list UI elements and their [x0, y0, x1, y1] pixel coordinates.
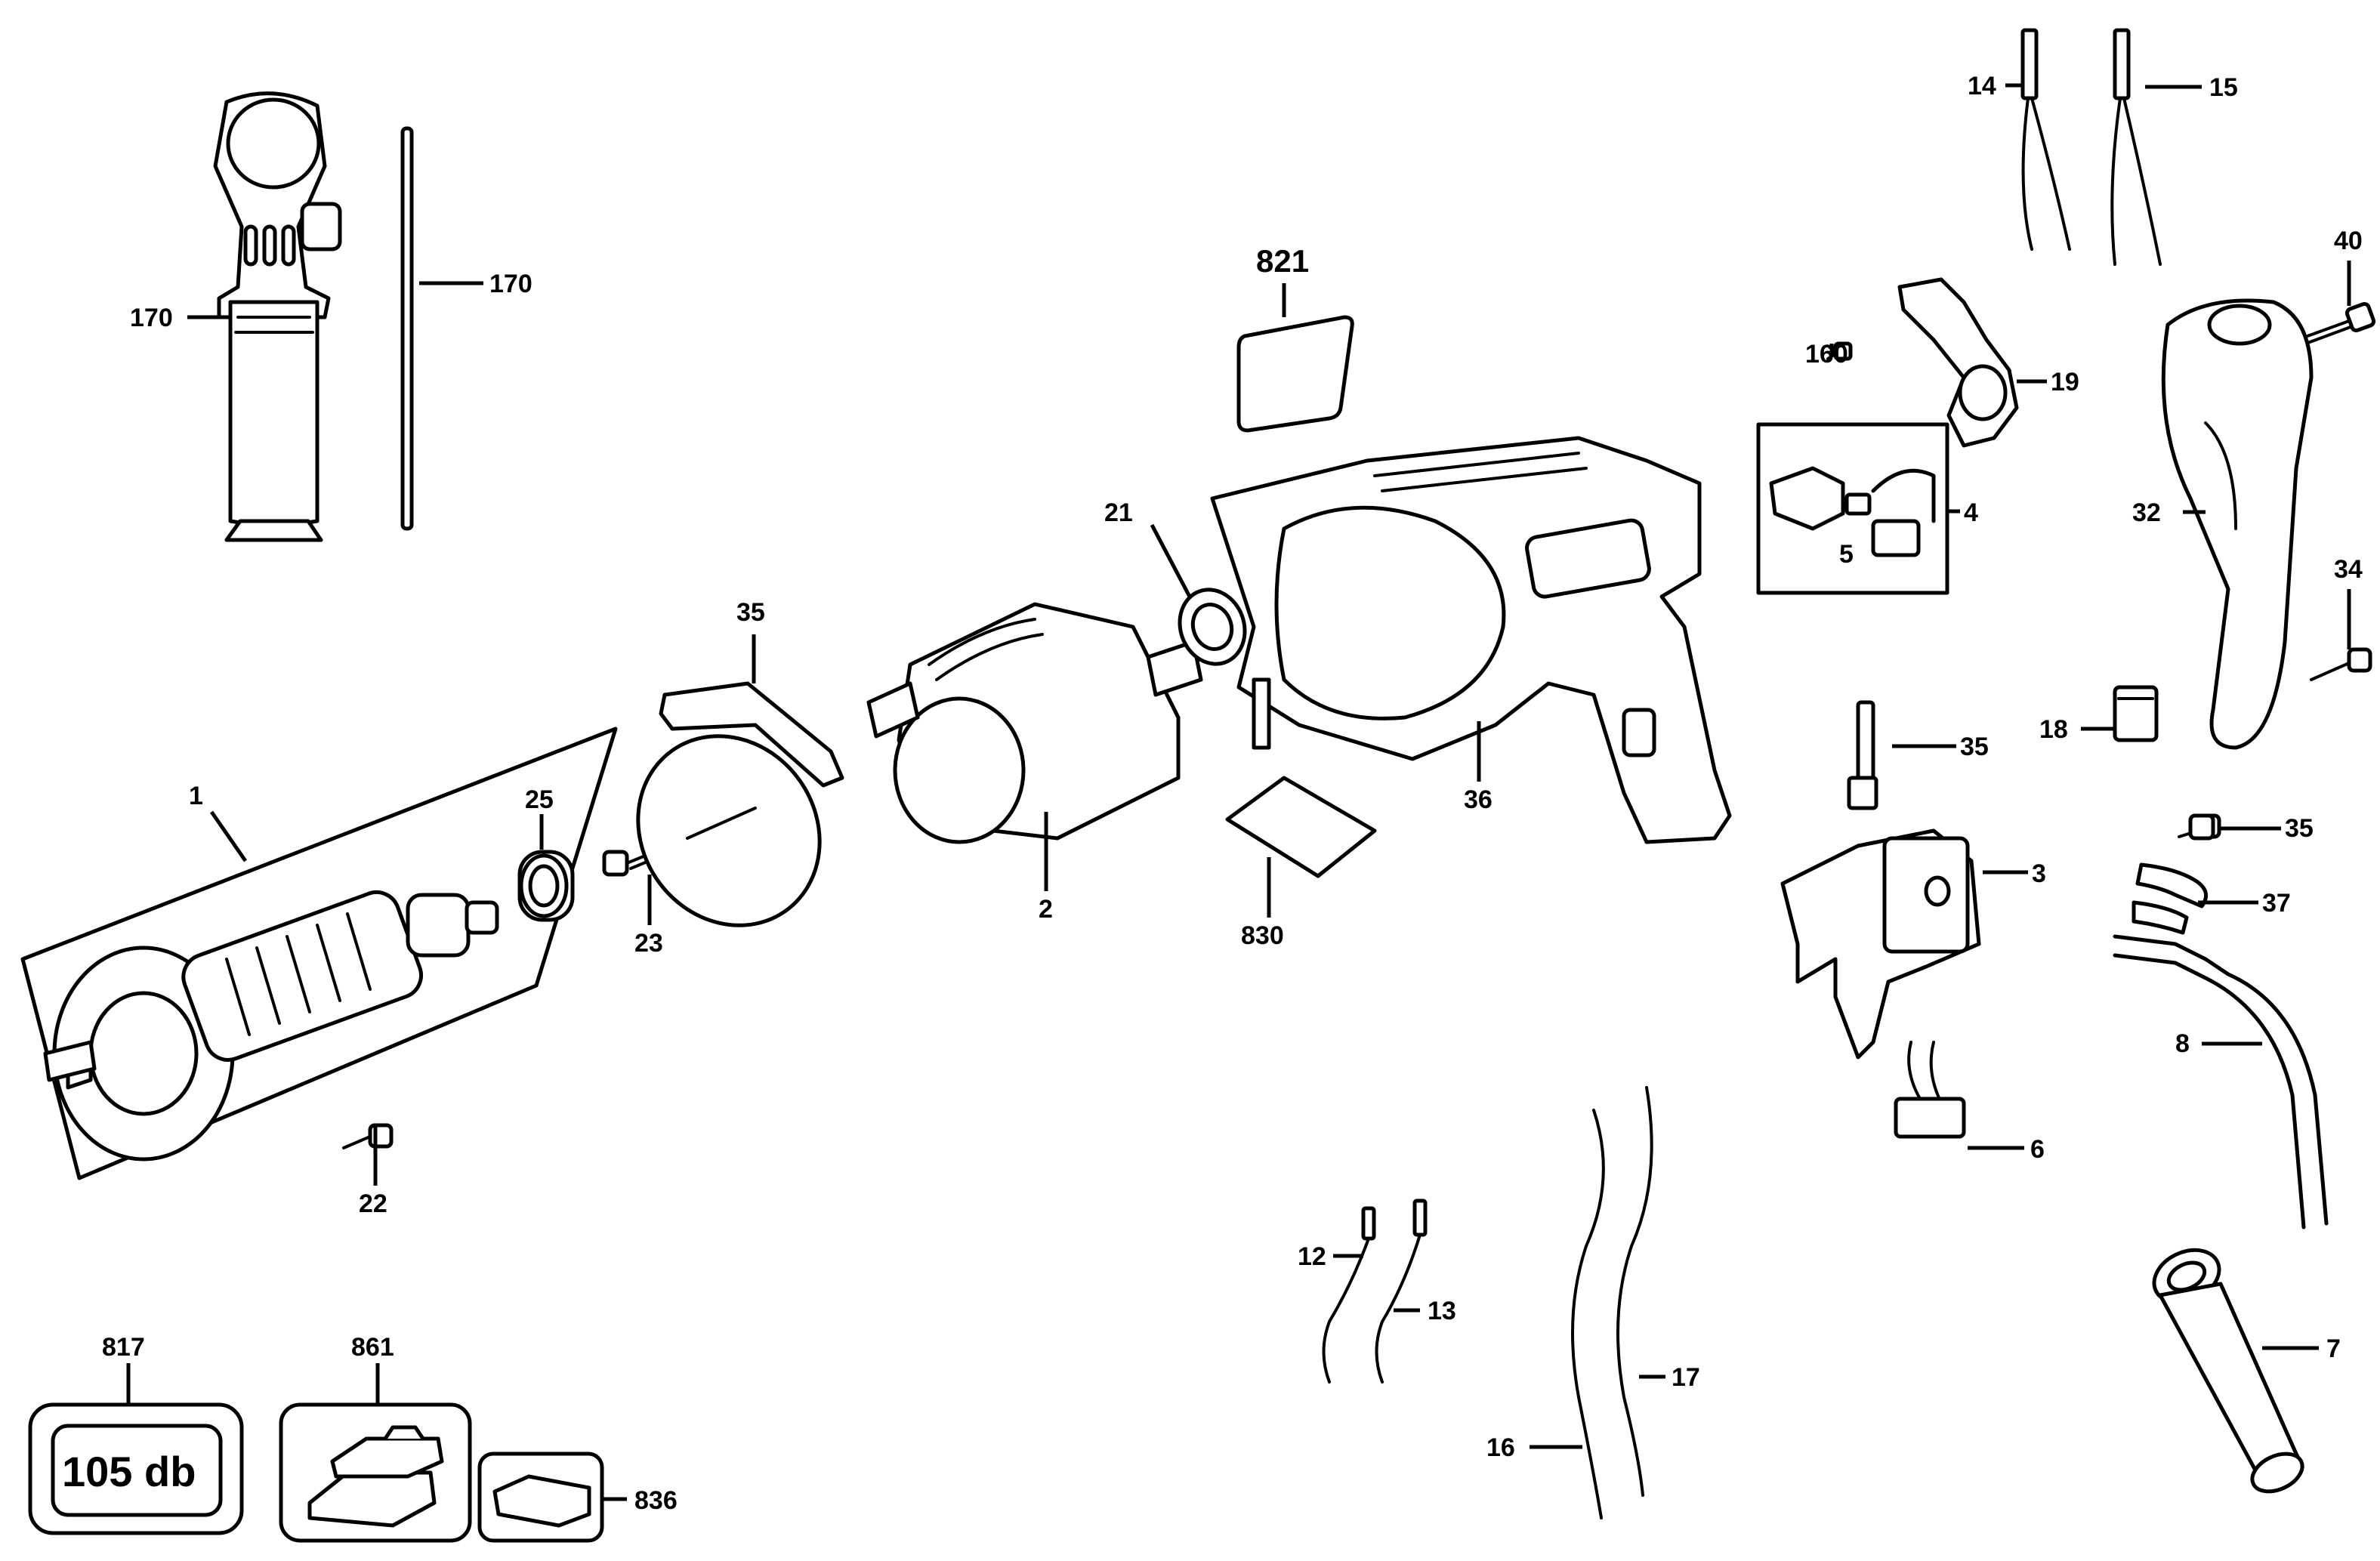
label-3: 3 [2032, 859, 2046, 888]
label-2: 2 [1039, 895, 1053, 924]
label-23: 23 [634, 929, 663, 958]
lead-wire-12-drawing [1322, 1206, 1376, 1384]
label-170: 170 [489, 270, 532, 298]
label-821: 830 [1241, 921, 1284, 950]
power-cord-drawing [2113, 934, 2329, 1229]
noise-label-817-drawing [28, 1402, 244, 1535]
label-34: 32 [2132, 498, 2161, 527]
label-861: 861 [351, 1333, 394, 1362]
terminal-lead-16-drawing [2020, 28, 2071, 251]
label-22: 22 [359, 1189, 387, 1218]
label-4: 4 [1964, 498, 1978, 527]
label-18: 18 [2039, 715, 2068, 744]
part-labels: 170 170 821 21 35 25 1 23 2 36 830 22 14… [62, 72, 2363, 1515]
kit-box-drawing [279, 1402, 472, 1543]
label-25: 25 [525, 785, 554, 814]
brush-spring-holder-drawing [1897, 277, 2019, 448]
bearing-25-drawing [517, 850, 575, 922]
label-16: 14 [1968, 72, 1996, 100]
label-31: 35 [736, 598, 765, 627]
lead-wire-15-drawing [1616, 1086, 1653, 1497]
noise-label-text: 105 db [62, 1448, 196, 1495]
cord-protector-drawing [2152, 1248, 2304, 1494]
leader-lines [126, 83, 2351, 1501]
brush-pad-drawing [2113, 685, 2159, 742]
label-36: 37 [2262, 889, 2291, 918]
label-817: 817 [102, 1333, 145, 1362]
switch-drawing [1780, 828, 1981, 1060]
label-21: 21 [1104, 498, 1133, 527]
label-35-lower: 35 [2285, 814, 2314, 843]
screw-37-drawing [2306, 301, 2376, 344]
switch-actuator-drawing [1847, 700, 1878, 810]
label-821-drawing [1225, 776, 1377, 878]
label-830: 821 [1256, 243, 1309, 279]
label-8: 8 [2175, 1029, 2190, 1058]
label-37: 40 [2334, 227, 2363, 255]
label-12: 12 [1298, 1242, 1326, 1271]
screw-40-drawing [1826, 341, 1853, 361]
armature-drawing [20, 727, 618, 1180]
label-836: 836 [634, 1486, 678, 1515]
label-29: 35 [1960, 733, 1989, 761]
motor-housing-drawing [1210, 436, 1732, 844]
case-insert-drawing [477, 1451, 604, 1543]
capacitor-drawing [1894, 1041, 1966, 1139]
label-40: 160 [1805, 340, 1848, 369]
brush-holder-group-drawing [1756, 422, 1949, 595]
depth-rod-drawing [400, 126, 414, 531]
lead-wire-14-drawing [1571, 1109, 1605, 1519]
baffle-drawing [636, 681, 844, 927]
handle-cover-drawing [2161, 298, 2314, 750]
terminal-lead-17-drawing [2110, 28, 2162, 266]
label-13: 13 [1428, 1297, 1456, 1325]
bearing-21-drawing [1178, 588, 1247, 666]
label-17: 15 [2209, 73, 2238, 102]
label-1: 1 [189, 782, 203, 810]
cord-clamp-drawing [2132, 862, 2209, 935]
label-5: 5 [1839, 540, 1854, 569]
side-handle-drawing [213, 91, 342, 542]
field-drawing [866, 602, 1203, 844]
label-15: 17 [1672, 1363, 1700, 1392]
label-160: 170 [130, 304, 173, 332]
label-6: 6 [2030, 1135, 2045, 1164]
label-19: 19 [2051, 368, 2079, 396]
label-14: 16 [1486, 1433, 1515, 1462]
label-7: 7 [2326, 1334, 2341, 1363]
screw-35-upper-drawing [2310, 647, 2372, 681]
label-32: 36 [1464, 785, 1493, 814]
screw-22-drawing [342, 1123, 394, 1149]
screw-35-clamp-drawing [2188, 813, 2215, 841]
nameplate-drawing [1236, 315, 1354, 433]
label-35-upper: 34 [2334, 555, 2363, 584]
lead-wire-13-drawing [1375, 1199, 1428, 1384]
